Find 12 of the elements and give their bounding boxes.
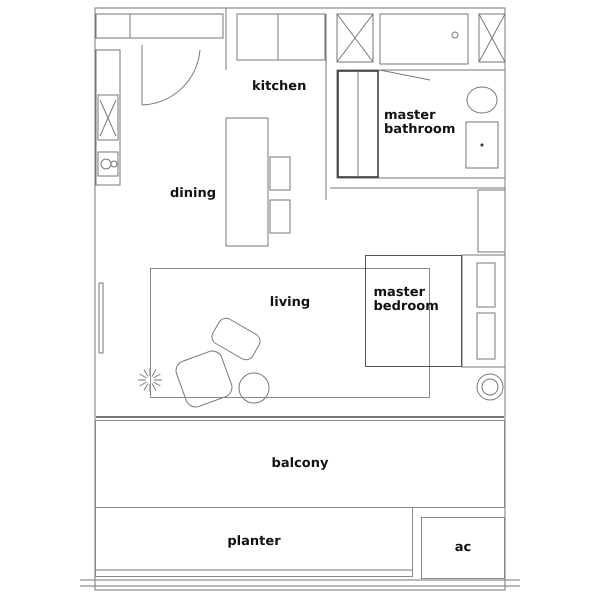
bed bbox=[365, 255, 462, 367]
room-label: dining bbox=[170, 187, 216, 202]
room-label: kitchen bbox=[252, 80, 306, 94]
room-label: ac bbox=[454, 540, 472, 556]
room-label: master bathroom bbox=[384, 109, 456, 138]
room-label: master bedroom bbox=[374, 286, 440, 315]
room-label: balcony bbox=[272, 456, 328, 472]
room-label: living bbox=[270, 296, 310, 310]
planter-box bbox=[95, 507, 413, 577]
room-label: planter bbox=[227, 534, 281, 550]
balcony-area bbox=[95, 420, 505, 508]
ac-unit bbox=[421, 517, 505, 579]
